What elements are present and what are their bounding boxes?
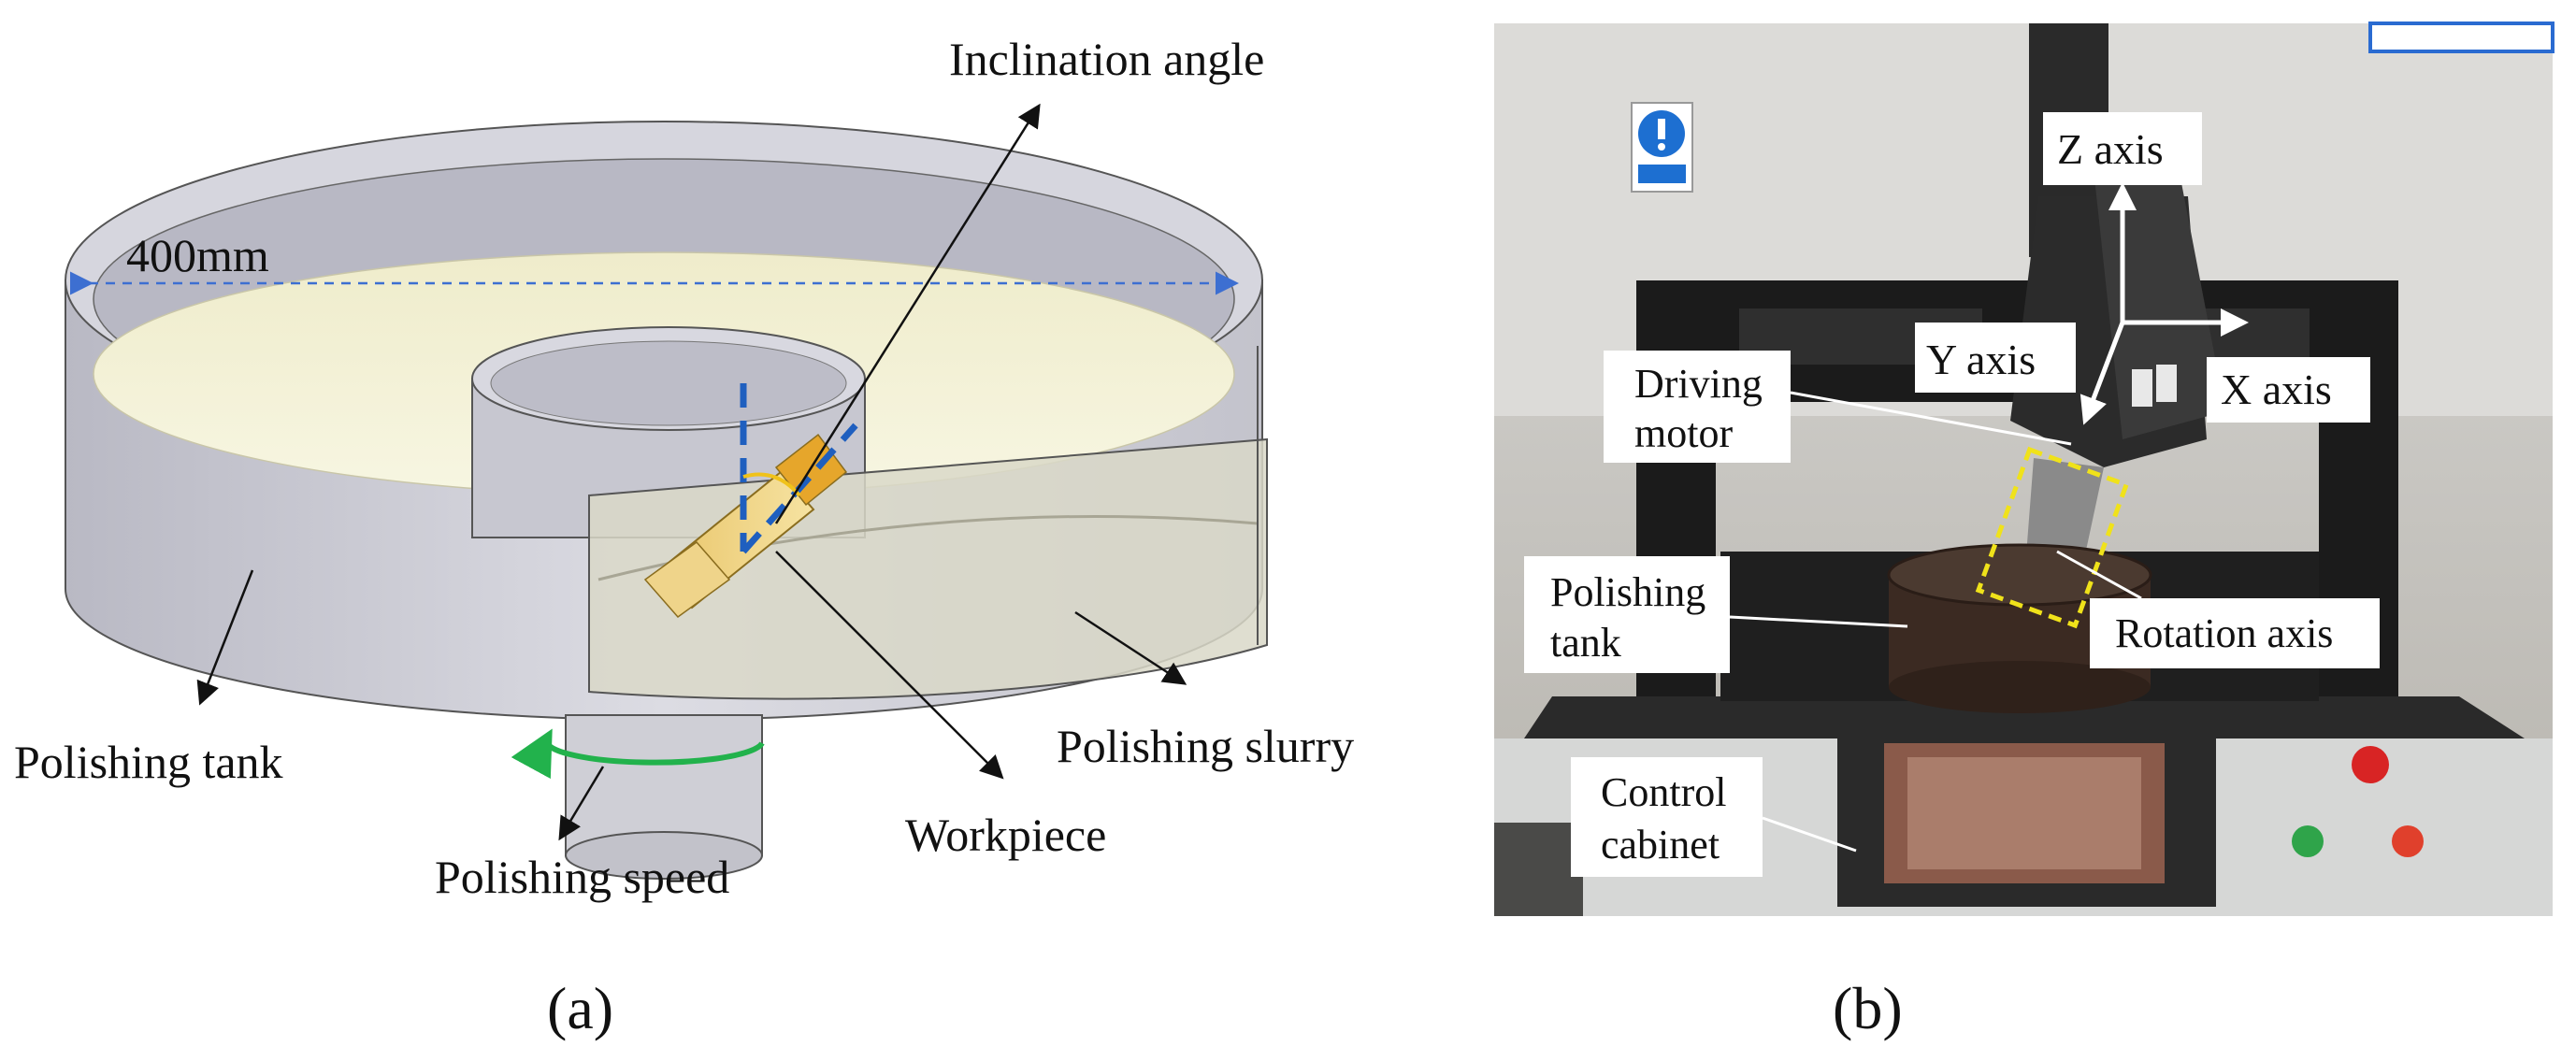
panel-b-machine-photo: Z axis Y axis X axis Driving motor Polis… [1494,22,2554,1041]
x-axis-box [2207,357,2370,423]
driving-motor-leader [1790,391,2072,446]
rotation-axis-label: Rotation axis [2115,610,2333,656]
workpiece-leader [775,551,1004,780]
polishing-slurry-leader [1074,610,1187,685]
photo-polishing-tank-label-1: Polishing [1550,569,1705,615]
x-axis-label: X axis [2221,366,2332,413]
polishing-tank-label: Polishing tank [14,736,283,788]
green-button [2292,825,2324,857]
control-cabinet-label-2: cabinet [1601,822,1720,867]
coordinate-axes [2080,182,2249,425]
drive-shaft [565,714,763,880]
control-cabinet-leader [1762,816,1857,853]
cabinet-left-shadow [1494,823,1583,916]
panel-a-caption: (a) [547,975,613,1041]
driving-motor-label-1: Driving [1634,361,1763,407]
rotation-axis-box [2090,598,2380,668]
workpiece-label: Workpiece [905,809,1106,861]
panel-a-tank-diagram: 400mm Inclination angle Polishing tank P… [14,33,1354,1041]
rotation-axis-leader [2056,550,2142,600]
control-screen-glare [1907,757,2141,869]
z-axis-box [2043,112,2202,185]
control-cabinet-label-1: Control [1601,769,1726,815]
driving-motor-box [1604,351,1791,463]
polishing-speed-leader [558,766,605,841]
photo-polishing-tank-label-2: tank [1550,620,1621,666]
machine-table [1524,696,2525,738]
safety-sign [1631,102,1693,193]
polishing-speed-label: Polishing speed [435,851,729,903]
rotation-highlight-box [1975,446,2130,629]
dimension-label: 400mm [126,229,269,281]
photo-polishing-tank-box [1524,556,1730,673]
rotation-arrow [511,728,765,780]
driving-motor-label-2: motor [1634,410,1733,456]
y-axis-box [1915,323,2076,393]
angle-arc [742,472,801,497]
photo-polishing-tank-leader [1729,615,1908,628]
z-axis-label: Z axis [2057,125,2164,173]
y-axis-label: Y axis [1926,336,2036,383]
polishing-slurry-label: Polishing slurry [1057,720,1354,772]
banner [2368,22,2554,53]
panel-b-caption: (b) [1833,975,1903,1041]
polishing-tank-leader [196,569,254,706]
inclination-angle-label: Inclination angle [949,33,1264,85]
control-cabinet-box [1571,757,1763,877]
red-button [2392,825,2424,857]
inclination-leader [774,103,1041,524]
emergency-stop-button [2352,746,2389,783]
